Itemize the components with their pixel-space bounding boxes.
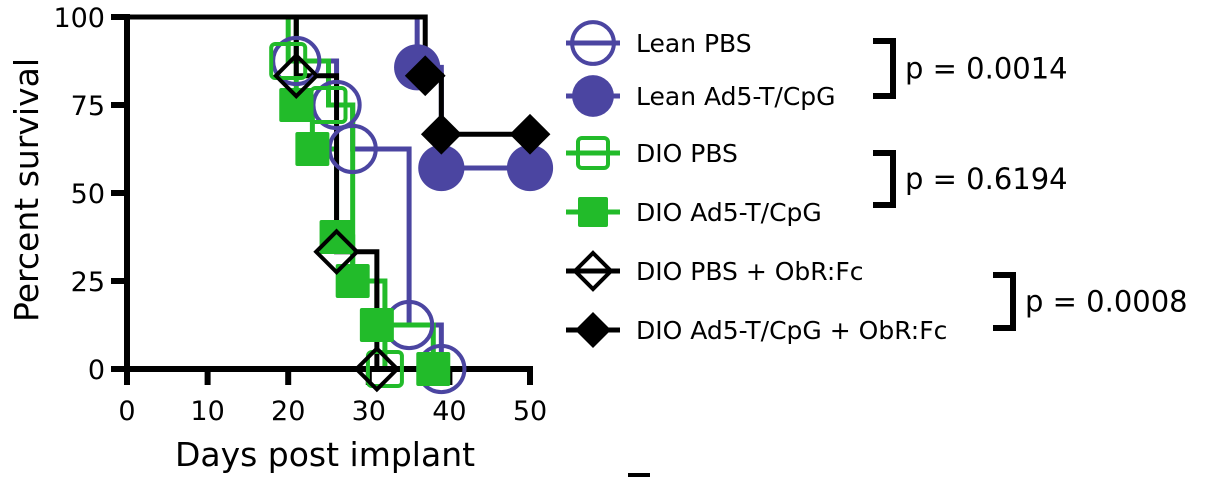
data-point [365, 350, 404, 388]
data-point [353, 345, 401, 393]
legend-label: DIO PBS [636, 139, 738, 168]
markers-layer [269, 35, 554, 395]
legend-label: Lean Ad5-T/CpG [636, 82, 836, 111]
x-tick-label: 10 [190, 396, 224, 427]
y-tick-label: 75 [71, 91, 105, 122]
data-point [359, 308, 394, 342]
data-point [509, 113, 551, 155]
next-panel-letter-fragment [628, 473, 650, 477]
series-line-2 [127, 14, 388, 369]
x-tick-label: 50 [513, 396, 547, 427]
x-tick-label: 0 [118, 396, 135, 427]
series-layer [127, 14, 530, 369]
data-point [404, 55, 446, 97]
legend-marker-icon [575, 312, 611, 348]
comparisons: p = 0.0014 p = 0.6194 p = 0.0008 [873, 38, 1188, 331]
y-axis-title: Percent survival [7, 58, 46, 322]
legend-label: DIO PBS + ObR:Fc [636, 257, 863, 286]
p-value-label: p = 0.0014 [905, 52, 1068, 86]
y-tick-label: 50 [71, 179, 105, 210]
x-tick-label: 20 [271, 396, 305, 427]
legend: Lean PBS Lean Ad5-T/CpG DIO PBS DIO Ad5-T/C… [566, 20, 947, 348]
data-point [420, 113, 462, 155]
data-point [279, 88, 314, 122]
comparison-bracket [873, 150, 896, 208]
legend-marker-icon [576, 136, 610, 170]
comparison-bracket [993, 272, 1016, 331]
data-point [506, 144, 554, 192]
p-value-label: p = 0.0008 [1025, 285, 1188, 319]
data-point [319, 220, 354, 254]
data-point [416, 352, 451, 386]
legend-marker-icon [572, 75, 614, 117]
data-point [295, 132, 330, 166]
y-tick-label: 100 [53, 3, 105, 34]
legend-label: Lean PBS [636, 29, 752, 58]
ticks: 0 10 20 30 40 50 0 25 50 75 100 [53, 3, 547, 427]
x-tick-label: 30 [352, 396, 386, 427]
data-point [335, 264, 370, 298]
series-line-4 [127, 14, 380, 369]
x-tick-label: 40 [432, 396, 466, 427]
y-tick-label: 0 [88, 355, 105, 386]
y-tick-label: 25 [71, 267, 105, 298]
legend-marker-icon [570, 20, 616, 66]
legend-marker-icon [572, 250, 614, 292]
data-point [313, 228, 360, 276]
data-point [327, 123, 378, 175]
data-point [273, 52, 320, 100]
x-axis-title: Days post implant [175, 435, 475, 474]
legend-marker-icon [578, 197, 608, 227]
data-point [418, 144, 465, 192]
p-value-label: p = 0.6194 [905, 162, 1068, 196]
comparison-bracket [873, 38, 896, 99]
data-point [269, 42, 308, 80]
legend-label: DIO Ad5-T/CpG + ObR:Fc [636, 316, 947, 345]
legend-label: DIO Ad5-T/CpG [636, 198, 822, 227]
